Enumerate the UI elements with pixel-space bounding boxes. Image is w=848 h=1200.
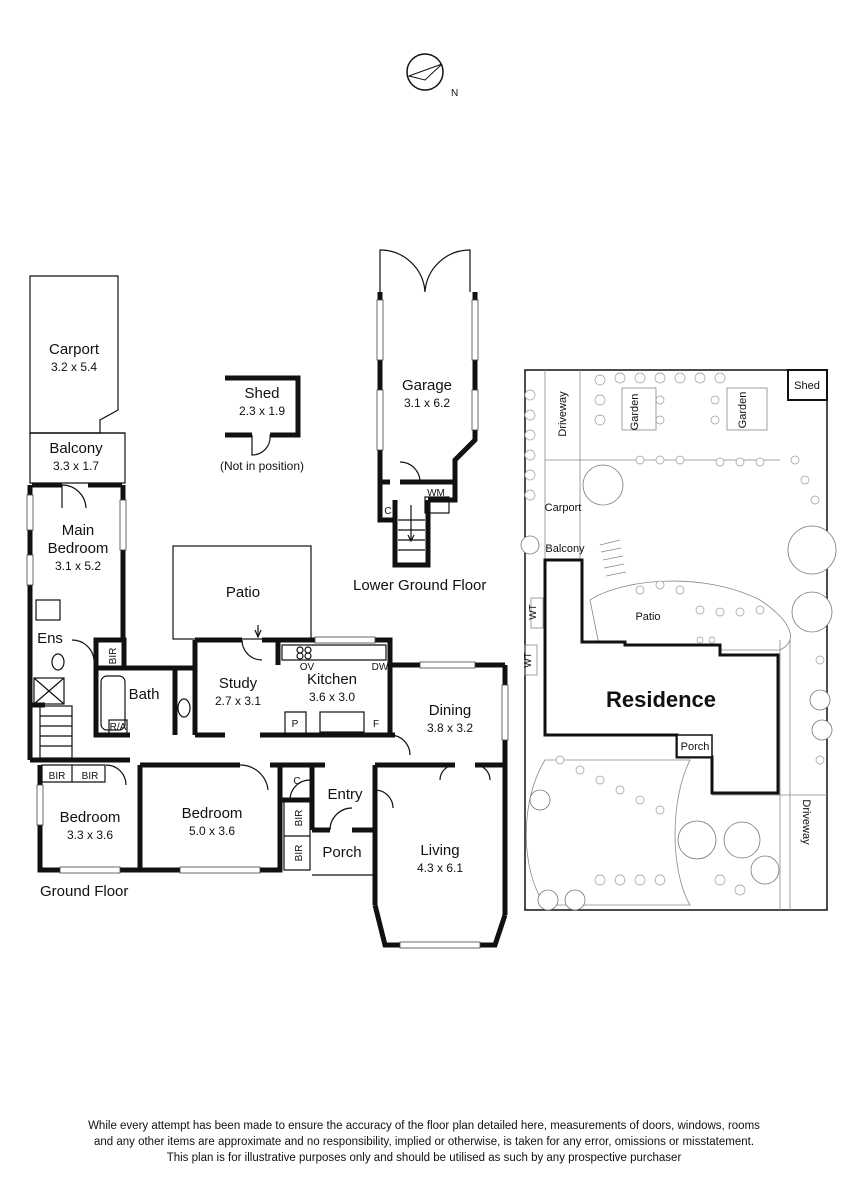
site-driveway-top-label: Driveway xyxy=(557,391,569,437)
shed-position-note: (Not in position) xyxy=(220,459,304,473)
main-bedroom-label-line1: Main xyxy=(62,522,95,539)
balcony-label: Balcony xyxy=(49,440,103,457)
bir-main-label: BIR xyxy=(108,648,119,665)
kitchen-label: Kitchen xyxy=(307,671,357,688)
carport-dimension: 3.2 x 5.4 xyxy=(51,360,97,374)
left-wing xyxy=(26,275,127,760)
carport-label: Carport xyxy=(49,341,100,358)
entry-label: Entry xyxy=(327,786,363,803)
site-driveway-right-label: Driveway xyxy=(800,799,812,845)
porch-label: Porch xyxy=(322,844,361,861)
study-label: Study xyxy=(219,675,258,692)
disclaimer: While every attempt has been made to ens… xyxy=(40,1118,808,1166)
site-porch-label: Porch xyxy=(681,741,710,753)
disclaimer-line-3: This plan is for illustrative purposes o… xyxy=(166,1152,682,1164)
main-bedroom-label-line2: Bedroom xyxy=(48,540,109,557)
bedroom-left-dimension: 3.3 x 3.6 xyxy=(67,828,113,842)
living-label: Living xyxy=(420,842,459,859)
site-shed-label: Shed xyxy=(794,380,820,392)
compass: N xyxy=(406,53,458,99)
site-shrubs xyxy=(524,372,825,896)
study-dimension: 2.7 x 3.1 xyxy=(215,694,261,708)
living-dimension: 4.3 x 6.1 xyxy=(417,861,463,875)
site-garden-1-label: Garden xyxy=(629,394,641,431)
site-water-tank-2-label: WT xyxy=(523,652,534,668)
patio-label: Patio xyxy=(226,584,260,601)
bedroom-left-bir1-label: BIR xyxy=(49,771,66,782)
site-residence-label: Residence xyxy=(606,687,716,712)
lower-ground-floor-label: Lower Ground Floor xyxy=(353,577,486,594)
site-trees xyxy=(520,464,837,911)
site-garden-2-label: Garden xyxy=(737,392,749,429)
site-patio-label: Patio xyxy=(635,611,660,623)
main-wing xyxy=(172,545,509,949)
dining-dimension: 3.8 x 3.2 xyxy=(427,721,473,735)
shed-dimension: 2.3 x 1.9 xyxy=(239,404,285,418)
site-balcony-label: Balcony xyxy=(545,543,585,555)
shed-label: Shed xyxy=(244,385,279,402)
garage-dimension: 3.1 x 6.2 xyxy=(404,396,450,410)
site-labels: Residence Shed Driveway Garden Garden Ca… xyxy=(523,380,820,845)
ens-label: Ens xyxy=(37,630,63,647)
bath-label: Bath xyxy=(129,686,160,703)
ground-floor-label: Ground Floor xyxy=(40,883,128,900)
fridge-label: F xyxy=(373,719,379,730)
compass-north-label: N xyxy=(451,88,458,99)
bedroom-left-label: Bedroom xyxy=(60,809,121,826)
site-shed xyxy=(787,369,828,401)
site-water-tank-1-label: WT xyxy=(528,604,539,620)
bedroom-mid-label: Bedroom xyxy=(182,805,243,822)
bedroom-mid-bir2-label: BIR xyxy=(294,845,305,862)
bedroom-wing xyxy=(30,665,375,876)
bedroom-left-bir2-label: BIR xyxy=(82,771,99,782)
dishwasher-label: DW xyxy=(372,662,389,673)
site-plan xyxy=(520,369,837,911)
kitchen-dimension: 3.6 x 3.0 xyxy=(309,690,355,704)
garage-plan xyxy=(376,249,479,568)
main-bedroom-dimension: 3.1 x 5.2 xyxy=(55,559,101,573)
garage-label: Garage xyxy=(402,377,452,394)
bedroom-mid-cupboard-label: C xyxy=(293,776,300,787)
ra-label: R/A xyxy=(110,722,127,733)
disclaimer-line-1: While every attempt has been made to ens… xyxy=(88,1120,760,1132)
room-labels: Carport 3.2 x 5.4 Balcony 3.3 x 1.7 Main… xyxy=(37,341,473,875)
dining-label: Dining xyxy=(429,702,472,719)
shed-plan xyxy=(225,375,301,456)
bedroom-mid-bir1-label: BIR xyxy=(294,810,305,827)
pantry-label: P xyxy=(292,719,299,730)
wm-label: WM xyxy=(427,488,445,499)
oven-label: OV xyxy=(300,662,315,673)
disclaimer-line-2: and any other items are approximate and … xyxy=(93,1136,755,1148)
bedroom-mid-dimension: 5.0 x 3.6 xyxy=(189,824,235,838)
garage-cupboard-label: C xyxy=(384,506,391,517)
site-carport-label: Carport xyxy=(545,502,582,514)
balcony-dimension: 3.3 x 1.7 xyxy=(53,459,99,473)
